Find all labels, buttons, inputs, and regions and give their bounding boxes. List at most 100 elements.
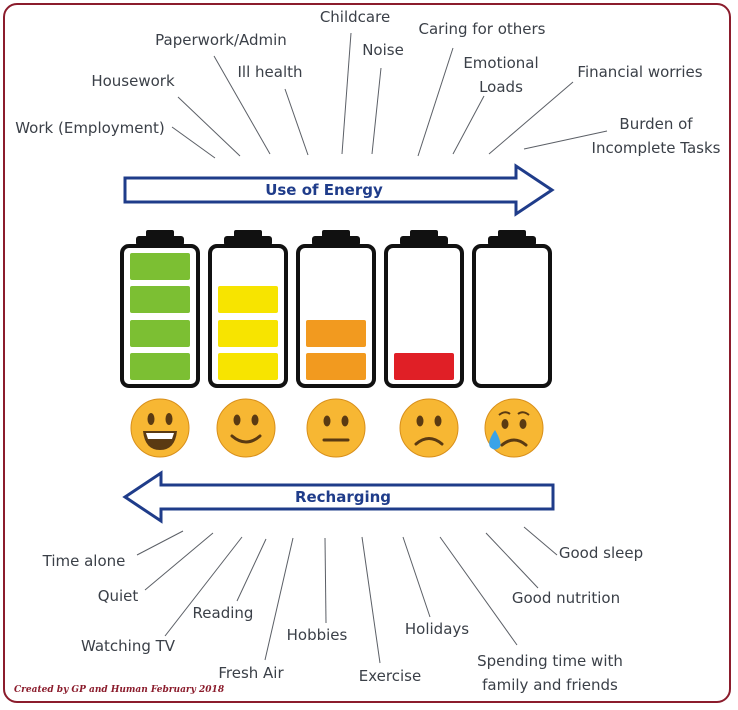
emoji-eye — [147, 413, 155, 425]
drain-label: Ill health — [237, 63, 302, 81]
battery — [296, 230, 376, 388]
recharge-label: Spending time with — [477, 652, 623, 670]
emoji-eye — [341, 415, 349, 427]
drain-label: Incomplete Tasks — [592, 139, 721, 157]
recharge-arrow-label: Recharging — [295, 488, 391, 506]
battery — [208, 230, 288, 388]
battery-cap — [224, 236, 272, 246]
emoji-eye — [501, 419, 509, 429]
credit-text: Created by GP and Human February 2018 — [14, 685, 225, 695]
emoji-eye — [416, 415, 424, 427]
drain-label: Noise — [362, 41, 404, 59]
drain-connector — [177, 96, 241, 157]
emoji-face — [216, 398, 276, 458]
recharge-connector — [144, 532, 214, 591]
use-arrow-label: Use of Energy — [265, 181, 383, 199]
battery-cap — [312, 236, 360, 246]
drain-lines — [171, 32, 608, 159]
drain-connector — [171, 126, 216, 159]
drain-label: Emotional — [463, 54, 538, 72]
drain-connector — [284, 88, 309, 156]
drain-label: Caring for others — [419, 20, 546, 38]
recharge-connector — [361, 536, 381, 664]
recharge-label: Good sleep — [559, 544, 643, 562]
battery-cell — [394, 353, 454, 380]
drain-connector — [213, 55, 271, 155]
emoji-eye — [434, 415, 442, 427]
battery-cell — [130, 286, 190, 313]
recharge-connector — [136, 530, 184, 556]
battery — [384, 230, 464, 388]
recharge-label: Fresh Air — [218, 664, 284, 682]
battery-cap — [488, 236, 536, 246]
recharge-connector — [164, 536, 243, 637]
slightly-smiling-face-icon — [216, 398, 276, 458]
slightly-frowning-face-icon — [399, 398, 459, 458]
battery-cell — [306, 320, 366, 347]
emoji-eye — [519, 419, 527, 429]
recharge-connector — [324, 537, 327, 624]
battery-cell — [130, 353, 190, 380]
battery-cell — [218, 286, 278, 313]
drain-connector — [371, 67, 382, 155]
recharge-label: Holidays — [405, 620, 469, 638]
recharge-connector — [439, 536, 518, 646]
drain-label: Loads — [479, 78, 523, 96]
drain-label: Childcare — [320, 8, 390, 26]
emoji-eye — [233, 414, 241, 426]
recharge-label: Good nutrition — [512, 589, 620, 607]
grinning-face-icon — [130, 398, 190, 458]
battery-cap — [400, 236, 448, 246]
battery-cell — [218, 353, 278, 380]
battery-body — [472, 244, 552, 388]
recharge-label: Hobbies — [287, 626, 348, 644]
recharging-arrow: Recharging — [122, 470, 555, 524]
emoji-face — [306, 398, 366, 458]
recharge-label: Exercise — [359, 667, 421, 685]
recharge-label: Quiet — [98, 587, 139, 605]
emoji-brow — [498, 411, 511, 416]
battery-row — [120, 230, 552, 388]
recharge-connector — [402, 536, 431, 618]
battery-cell — [218, 320, 278, 347]
drain-connector — [417, 47, 454, 157]
drain-labels: Work (Employment) Housework Paperwork/Admi… — [15, 8, 720, 157]
recharge-connector — [485, 532, 539, 589]
emoji-face — [399, 398, 459, 458]
emoji-mouth — [500, 438, 528, 447]
emoji-mouth — [230, 434, 262, 444]
recharge-label: Time alone — [42, 552, 126, 570]
battery-body — [384, 244, 464, 388]
emoji-eye — [323, 415, 331, 427]
drain-connector — [488, 81, 574, 155]
use-arrow-shape — [123, 163, 555, 217]
battery-cap — [136, 236, 184, 246]
emoji-teeth — [146, 433, 174, 439]
emoji-row — [130, 398, 544, 458]
frame-border — [3, 3, 731, 703]
tear-drop-icon — [489, 430, 501, 450]
use-of-energy-arrow: Use of Energy — [123, 163, 555, 217]
battery-cell — [306, 353, 366, 380]
battery-cell — [130, 253, 190, 280]
drain-label: Housework — [91, 72, 175, 90]
drain-label: Work (Employment) — [15, 119, 165, 137]
emoji-eye — [165, 413, 173, 425]
recharge-label: Reading — [193, 604, 254, 622]
emoji-mouth — [414, 437, 444, 446]
recharge-connector — [523, 526, 558, 556]
emoji-face — [130, 398, 190, 458]
drain-label: Paperwork/Admin — [155, 31, 287, 49]
recharge-connector — [236, 538, 267, 602]
drain-label: Financial worries — [577, 63, 702, 81]
drain-label: Burden of — [619, 115, 693, 133]
battery — [120, 230, 200, 388]
crying-face-icon — [484, 398, 544, 458]
battery-body — [208, 244, 288, 388]
emoji-brow — [517, 411, 530, 416]
recharge-arrow-shape — [122, 470, 555, 524]
recharge-lines — [136, 526, 558, 664]
recharge-label: family and friends — [482, 676, 618, 694]
